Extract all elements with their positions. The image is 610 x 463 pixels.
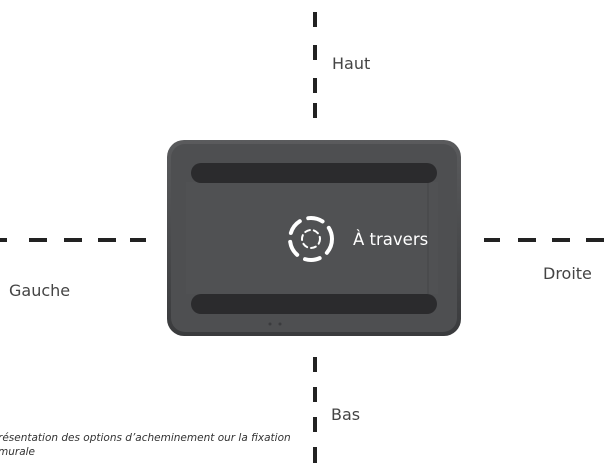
direction-label-top: Haut [332,54,371,73]
bottom-rail [191,294,437,314]
dashed-circle-icon [288,216,334,262]
direction-label-through: À travers [353,230,429,249]
direction-label-left: Gauche [9,281,71,300]
figure-caption: résentation des options d’acheminement o… [0,432,291,458]
top-rail [191,163,437,183]
direction-label-bottom: Bas [331,405,361,424]
device-back [167,140,461,336]
direction-label-right: Droite [543,264,592,283]
